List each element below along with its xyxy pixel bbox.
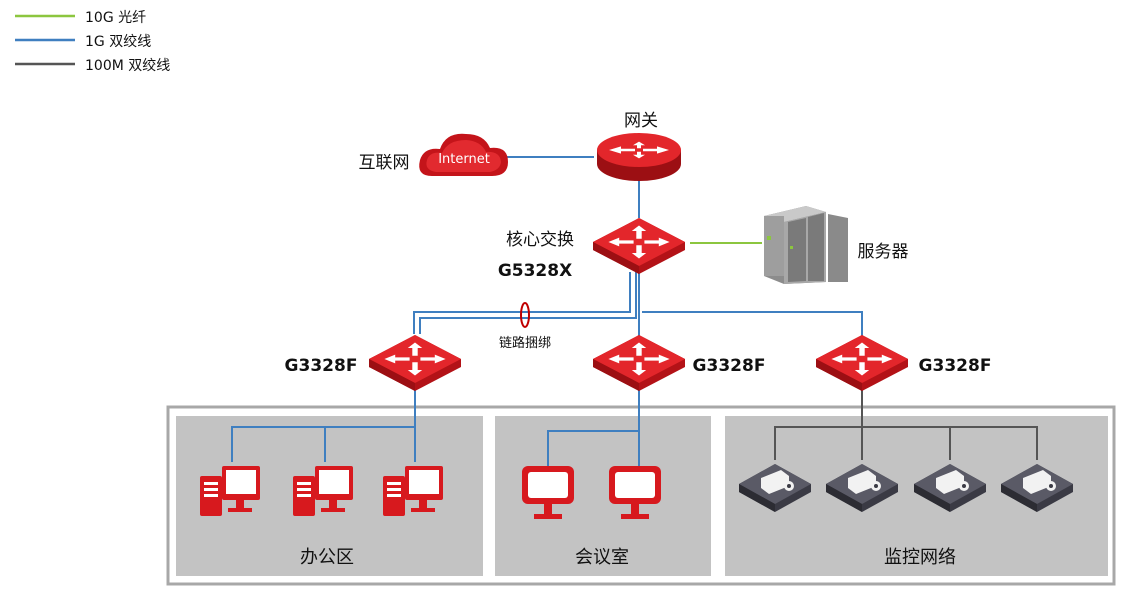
access-switch-2-label: G3328F bbox=[693, 356, 766, 376]
access-switch-1-label: G3328F bbox=[285, 356, 358, 376]
server-icon bbox=[764, 206, 848, 284]
link-monitor-bus bbox=[774, 426, 1038, 460]
link-meeting-bus bbox=[547, 430, 639, 466]
zone-meeting-label: 会议室 bbox=[575, 547, 629, 568]
link-aggregation-marker bbox=[520, 302, 530, 328]
core-switch-icon bbox=[593, 218, 685, 274]
internet-cloud: Internet bbox=[419, 133, 508, 176]
internet-cloud-label: Internet bbox=[438, 152, 490, 167]
legend-100m-label: 100M 双绞线 bbox=[85, 57, 170, 74]
core-switch-label: 核心交换 bbox=[506, 230, 574, 250]
link-aggregation-label: 链路捆绑 bbox=[499, 335, 551, 351]
gateway-label: 网关 bbox=[624, 111, 658, 131]
legend-1g-label: 1G 双绞线 bbox=[85, 33, 151, 50]
links bbox=[231, 156, 1038, 466]
internet-label: 互联网 bbox=[359, 153, 410, 173]
access-switch-1-icon bbox=[369, 335, 461, 391]
access-switch-2-icon bbox=[593, 335, 685, 391]
server-label: 服务器 bbox=[858, 242, 909, 262]
link-core-access3 bbox=[642, 311, 863, 336]
zone-monitor-label: 监控网络 bbox=[884, 547, 956, 568]
core-switch-model: G5328X bbox=[498, 261, 572, 281]
legend: 10G 光纤 1G 双绞线 100M 双绞线 bbox=[15, 10, 170, 74]
zone-office-label: 办公区 bbox=[300, 547, 354, 568]
access-switch-3-icon bbox=[816, 335, 908, 391]
legend-10g-label: 10G 光纤 bbox=[85, 10, 146, 26]
access-switch-3-label: G3328F bbox=[919, 356, 992, 376]
gateway-router-icon bbox=[597, 133, 681, 181]
link-office-bus bbox=[231, 426, 415, 462]
